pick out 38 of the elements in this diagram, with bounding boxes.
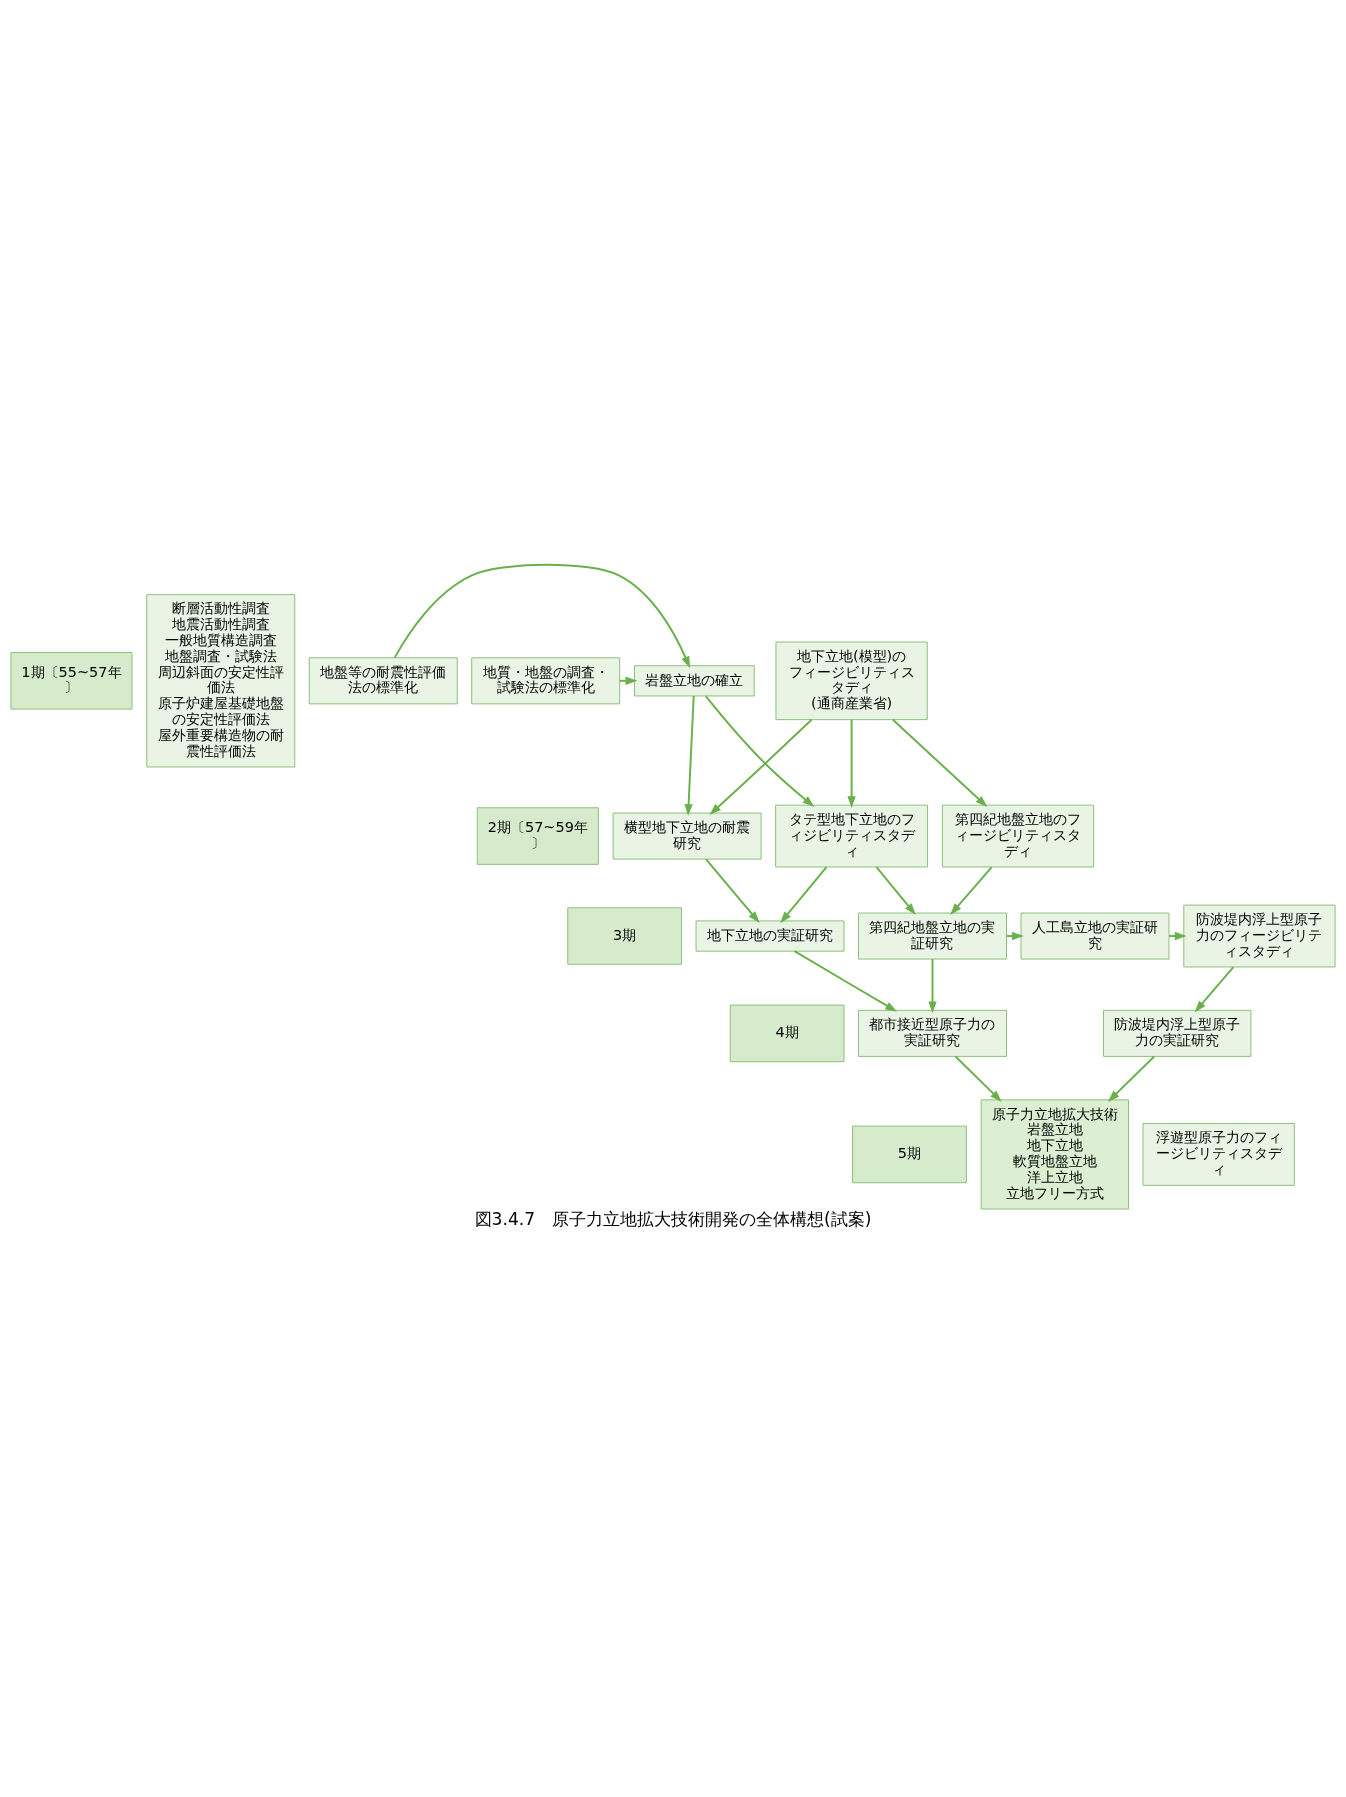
- node-box: 地質・地盤の調査・試験法の標準化: [471, 656, 621, 704]
- arrow: [780, 865, 828, 923]
- arrow: [891, 718, 988, 807]
- node-box: 地盤等の耐震性評価法の標準化: [308, 656, 458, 704]
- node-box: 第四紀地盤立地のフィージビリティスタディ: [941, 804, 1095, 867]
- arrow: [393, 563, 691, 668]
- arrow: [704, 694, 815, 807]
- node-box: 岩盤立地の確立: [634, 664, 755, 696]
- arrow: [875, 865, 916, 915]
- arrow: [704, 857, 760, 923]
- node-box: 3期: [567, 906, 683, 965]
- node-box: 地下立地の実証研究: [695, 919, 845, 952]
- arrow: [928, 957, 937, 1013]
- node-box: 地下立地(模型)のフィージビリティスタディ (通商産業省): [775, 641, 928, 720]
- arrow: [950, 865, 993, 915]
- node-box: 都市接近型原子力の実証研究: [858, 1009, 1007, 1057]
- node-box: タテ型地下立地のフィジビリティスタディ: [775, 804, 929, 867]
- node-box: 人工島立地の実証研究: [1020, 912, 1170, 960]
- node-box: 防波堤内浮上型原子力の実証研究: [1103, 1009, 1252, 1057]
- node-box: 2期〔57~59年〕: [476, 806, 599, 865]
- node-box: 1期〔55~57年〕: [10, 651, 133, 710]
- node-box: 横型地下立地の耐震研究: [612, 812, 762, 860]
- arrow: [954, 1055, 1002, 1102]
- arrow: [1194, 965, 1235, 1012]
- arrow: [709, 718, 813, 815]
- node-box: 5期: [852, 1125, 967, 1183]
- node-box: 4期: [729, 1004, 845, 1062]
- node-box: 防波堤内浮上型原子力のフィージビリティスタディ: [1183, 904, 1336, 967]
- node-box: 第四紀地盤立地の実証研究: [858, 912, 1007, 960]
- node-box: 断層活動性調査 地震活動性調査 一般地質構造調査 地盤調査・試験法 周辺斜面の安定性評価法 原子炉建屋基礎地盤の安定性評価法 屋外重要構造物の耐震性評価法: [146, 593, 296, 767]
- arrow: [1107, 1055, 1156, 1102]
- node-box: 原子力立地拡大技術 岩盤立地 地下立地 軟質地盤立地 洋上立地 立地フリー方式: [980, 1098, 1130, 1210]
- arrow: [1168, 931, 1187, 940]
- arrow: [847, 718, 856, 808]
- arrow: [684, 694, 695, 816]
- node-box: 浮遊型原子力のフィージビリティスタディ: [1142, 1122, 1295, 1186]
- arrow: [793, 949, 898, 1012]
- caption: 図3.4.7 原子力立地拡大技術開発の全体構想(試案): [474, 1208, 872, 1229]
